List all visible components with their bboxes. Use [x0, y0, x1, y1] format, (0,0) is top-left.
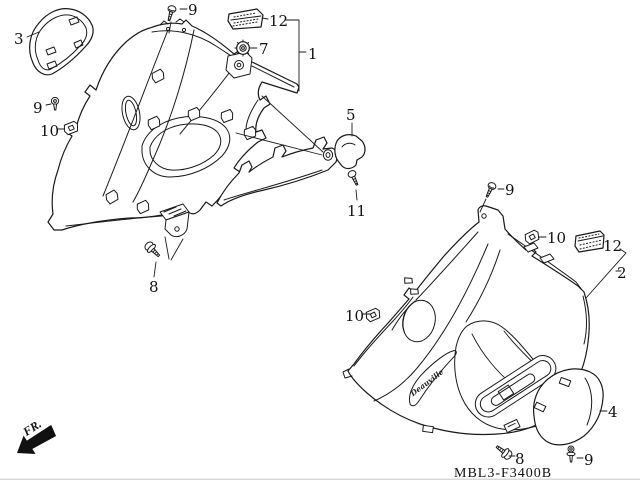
leader-5: [235, 95, 353, 156]
leader-1-bracket: [284, 19, 307, 92]
callout-labels: 3 9 12 7 1 9 10 5 11 8 9 10 12 2 10 4 8 …: [14, 1, 627, 469]
part-12-pad-top: [227, 8, 264, 30]
leader-lines: [26, 8, 627, 459]
callout-10-mid: 10: [345, 307, 364, 325]
callout-4: 4: [608, 403, 618, 421]
callout-5: 5: [346, 106, 356, 124]
part-3-front-cover: [29, 8, 94, 76]
front-direction-marker: FR.: [17, 417, 57, 455]
page-bottom-edge: [0, 478, 640, 480]
part-10-clip-top-right: [524, 229, 540, 245]
leader-3: [26, 31, 40, 38]
callout-12-right: 12: [603, 237, 622, 255]
part-12-pad-right: [574, 230, 605, 253]
part-code: MBL3-F3400B: [454, 466, 552, 480]
part-11-screw: [347, 170, 359, 186]
part-1-lower-stay: [216, 136, 340, 207]
callout-10-left: 10: [40, 122, 59, 140]
callout-9-left: 9: [33, 99, 43, 117]
part-8-screw-left: [144, 241, 161, 258]
callout-9-bottom: 9: [584, 451, 594, 469]
leader-9-left: [45, 103, 52, 106]
part-8-screw-right: [495, 445, 513, 460]
callout-7: 7: [259, 40, 269, 58]
leader-8-left: [153, 236, 184, 278]
callout-11: 11: [347, 202, 366, 220]
callout-12-top: 12: [269, 12, 288, 30]
part-4-rear-cover: [532, 368, 604, 446]
leader-11: [355, 189, 358, 201]
callout-9-top: 9: [188, 1, 198, 19]
part-10-clip-mid: [365, 307, 381, 323]
callout-2: 2: [617, 264, 627, 282]
callout-1: 1: [308, 45, 318, 63]
leader-12-top: [261, 17, 269, 20]
callout-8-left: 8: [149, 278, 159, 296]
callout-3: 3: [14, 30, 24, 48]
part-9-screw-right-top: [479, 182, 497, 213]
part-7-grommet: [234, 39, 252, 57]
callout-10-top-right: 10: [547, 229, 566, 247]
part-9-screw-bottom: [566, 445, 576, 463]
leader-2: [585, 248, 627, 299]
fr-arrow-icon: [17, 424, 57, 455]
callout-8-right: 8: [515, 450, 525, 468]
part-10-clip-left: [63, 120, 79, 136]
callout-9-right-top: 9: [505, 181, 515, 199]
part-1-inner-panel: [47, 18, 300, 238]
part-5-bracket: [322, 134, 366, 170]
part-9-screw-top: [167, 5, 177, 34]
part-9-screw-left: [50, 96, 60, 111]
